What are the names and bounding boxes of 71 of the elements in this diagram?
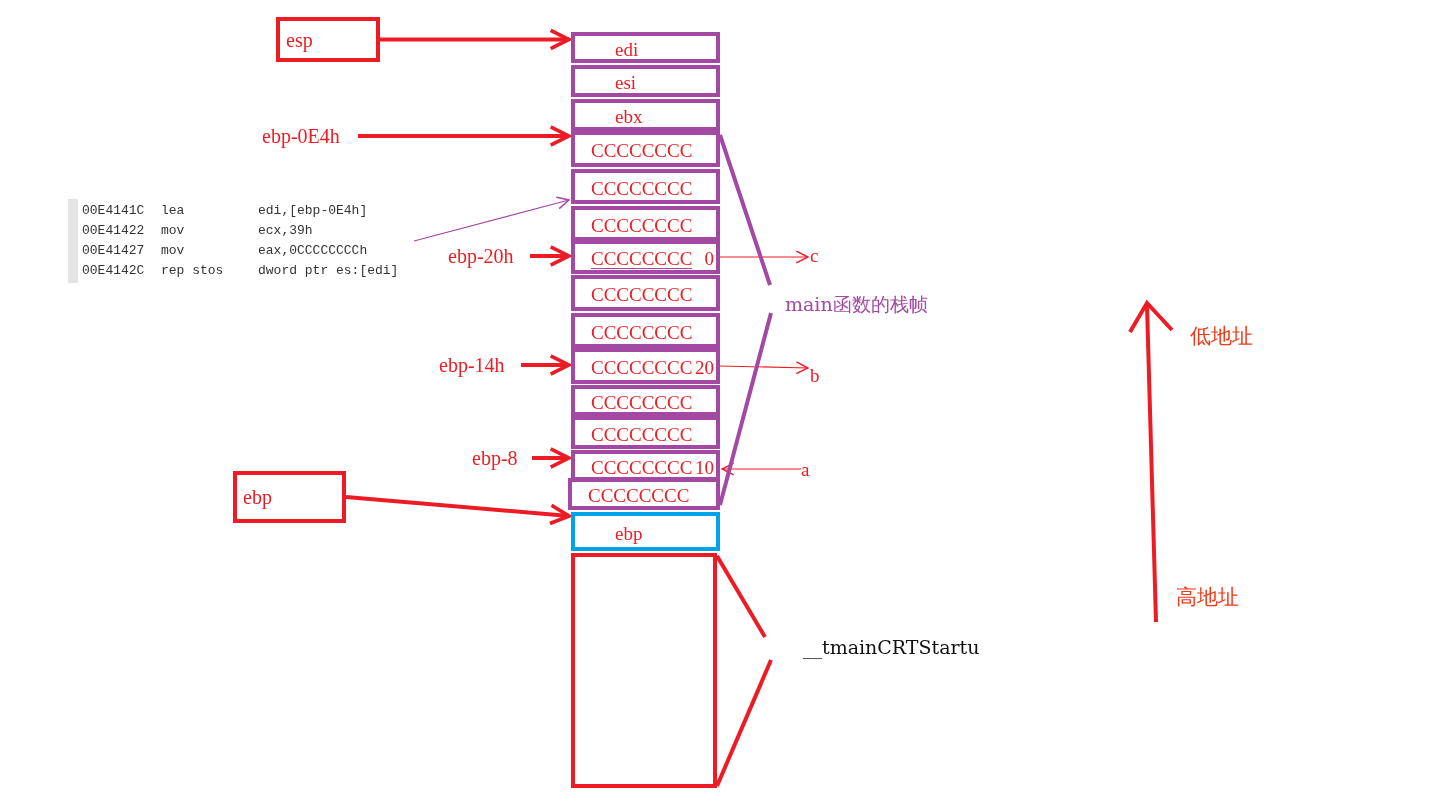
arrow (521, 354, 571, 376)
variable-name: c (810, 244, 826, 266)
code-text: eax,0CCCCCCCCh (258, 244, 368, 257)
cell-value: CCCCCCCC (588, 486, 690, 505)
stack-cell (571, 169, 720, 204)
cell-value: CCCCCCCC (591, 285, 693, 304)
address-label: 高地址 (1176, 584, 1239, 611)
address-label: 低地址 (1190, 323, 1253, 350)
variable-value: 20 (695, 358, 714, 377)
cell-value: ebp (615, 523, 643, 543)
stack-cell (571, 313, 720, 348)
code-text: ecx,39h (258, 224, 313, 237)
stack-cell (568, 478, 720, 510)
frame-label: main函数的栈帧 (785, 292, 928, 317)
code-text: 00E4141C (82, 204, 145, 217)
register-name: esp (286, 29, 313, 50)
arrow (719, 250, 809, 264)
variable-name: b (810, 364, 826, 386)
stack-cell (571, 131, 720, 167)
register-name: ebp (243, 487, 272, 507)
stack-cell (571, 275, 720, 311)
code-text: dword ptr es:[edi] (258, 264, 399, 277)
cell-value: CCCCCCCC (591, 392, 693, 412)
code-text: edi,[ebp-0E4h] (258, 204, 368, 217)
cell-value: CCCCCCCC (591, 178, 693, 198)
cell-value: esi (615, 73, 637, 92)
code-text: 00E4142C (82, 264, 145, 277)
register-box (276, 17, 380, 62)
cell-value: CCCCCCCC (591, 249, 693, 269)
arrow (532, 447, 571, 469)
code-text: 00E41422 (82, 224, 145, 237)
pointer-label: ebp-20h (448, 244, 530, 268)
stack-cell (571, 206, 720, 241)
arrow (345, 495, 571, 526)
cell-value: CCCCCCCC (591, 358, 693, 377)
arrow (413, 196, 570, 242)
arrow (358, 125, 571, 147)
cell-value: edi (615, 39, 639, 59)
arrow (721, 462, 802, 476)
stack-cell (571, 385, 720, 416)
stack-cell (571, 348, 720, 384)
stack-cell (571, 450, 720, 481)
pointer-label: ebp-8 (472, 446, 532, 470)
stack-cell (571, 240, 720, 274)
cell-value: CCCCCCCC (591, 457, 693, 477)
code-text: lea (161, 204, 185, 217)
code-text: mov (161, 224, 185, 237)
pointer-label: ebp-14h (439, 353, 521, 377)
stack-cell (571, 65, 720, 97)
cell-value: ebx (615, 107, 643, 126)
arrow (380, 28, 571, 51)
stack-cell (571, 99, 720, 131)
cell-value: CCCCCCCC (591, 322, 693, 342)
stack-cell (571, 416, 720, 449)
stack-cell (571, 32, 720, 63)
cell-value: CCCCCCCC (591, 424, 693, 444)
code-text: rep stos (161, 264, 224, 277)
stack-cell (571, 512, 720, 551)
register-box (233, 471, 346, 523)
code-text: 00E41427 (82, 244, 145, 257)
code-text: mov (161, 244, 185, 257)
cell-value: CCCCCCCC (591, 215, 693, 235)
arrow (719, 361, 809, 375)
frame-label: __tmainCRTStartu (803, 636, 980, 658)
variable-name: a (801, 458, 817, 480)
cell-value: CCCCCCCC (591, 141, 693, 160)
pointer-label: ebp-0E4h (262, 124, 358, 148)
variable-value: 10 (695, 457, 714, 477)
variable-value: 0 (704, 249, 714, 268)
stack-region-box (571, 553, 717, 788)
arrow (530, 245, 571, 267)
